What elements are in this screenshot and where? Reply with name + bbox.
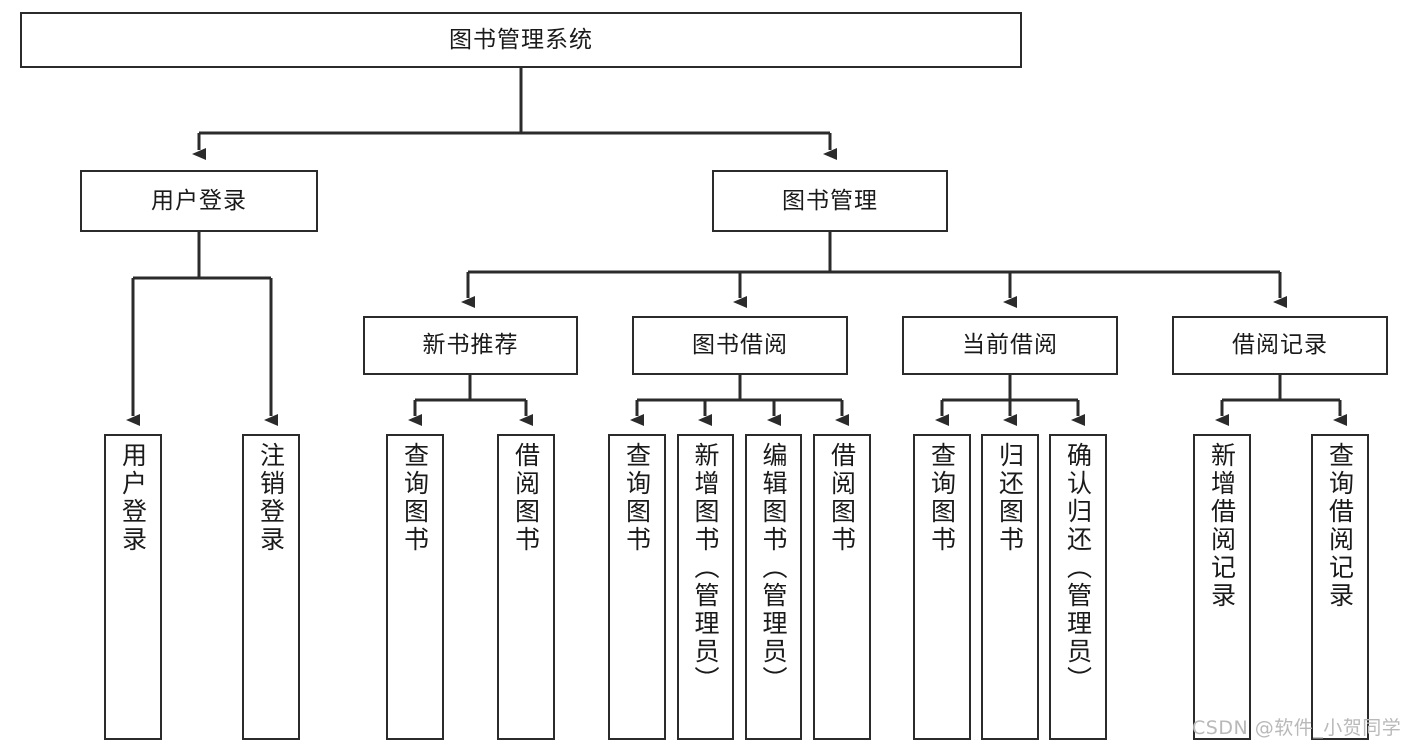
leaf-add-borrow-record[interactable]: 新增借阅记录 — [1193, 434, 1251, 740]
node-label: 用户登录 — [151, 187, 247, 214]
leaf-return-book[interactable]: 归还图书 — [981, 434, 1039, 740]
node-label: 借阅图书 — [511, 442, 541, 554]
node-label: 查询借阅记录 — [1325, 442, 1355, 610]
node-label: 新书推荐 — [422, 332, 519, 359]
leaf-add-book-admin[interactable]: 新增图书（管理员） — [677, 434, 734, 740]
node-user-login[interactable]: 用户登录 — [80, 170, 318, 232]
leaf-query-book-borrow[interactable]: 查询图书 — [608, 434, 666, 740]
node-label: 确认归还（管理员） — [1063, 442, 1093, 694]
node-label: 图书管理系统 — [449, 26, 593, 53]
node-root-book-management-system[interactable]: 图书管理系统 — [20, 12, 1022, 68]
node-label: 新增图书（管理员） — [691, 442, 720, 694]
node-current-borrow[interactable]: 当前借阅 — [902, 316, 1118, 375]
leaf-logout[interactable]: 注销登录 — [242, 434, 300, 740]
leaf-query-book-newbook[interactable]: 查询图书 — [386, 434, 444, 740]
node-label: 归还图书 — [995, 442, 1025, 554]
node-label: 当前借阅 — [962, 332, 1058, 359]
leaf-query-borrow-record[interactable]: 查询借阅记录 — [1311, 434, 1369, 740]
node-label: 图书借阅 — [692, 332, 788, 359]
node-borrow-record[interactable]: 借阅记录 — [1172, 316, 1388, 375]
node-book-management[interactable]: 图书管理 — [712, 170, 948, 232]
node-label: 新增借阅记录 — [1207, 442, 1237, 610]
node-label: 用户登录 — [118, 442, 148, 554]
leaf-confirm-return-admin[interactable]: 确认归还（管理员） — [1049, 434, 1107, 740]
leaf-edit-book-admin[interactable]: 编辑图书（管理员） — [745, 434, 802, 740]
node-label: 查询图书 — [400, 442, 430, 554]
node-label: 借阅图书 — [827, 442, 857, 554]
node-label: 图书管理 — [782, 187, 878, 214]
leaf-borrow-book-borrow[interactable]: 借阅图书 — [813, 434, 871, 740]
node-new-book-recommendation[interactable]: 新书推荐 — [363, 316, 578, 375]
leaf-user-login[interactable]: 用户登录 — [104, 434, 162, 740]
node-label: 查询图书 — [622, 442, 652, 554]
node-label: 借阅记录 — [1232, 332, 1328, 359]
node-label: 编辑图书（管理员） — [759, 442, 788, 694]
leaf-query-book-current[interactable]: 查询图书 — [913, 434, 971, 740]
node-book-borrow[interactable]: 图书借阅 — [632, 316, 848, 375]
node-label: 注销登录 — [256, 442, 286, 554]
leaf-borrow-book-newbook[interactable]: 借阅图书 — [497, 434, 555, 740]
node-label: 查询图书 — [927, 442, 957, 554]
